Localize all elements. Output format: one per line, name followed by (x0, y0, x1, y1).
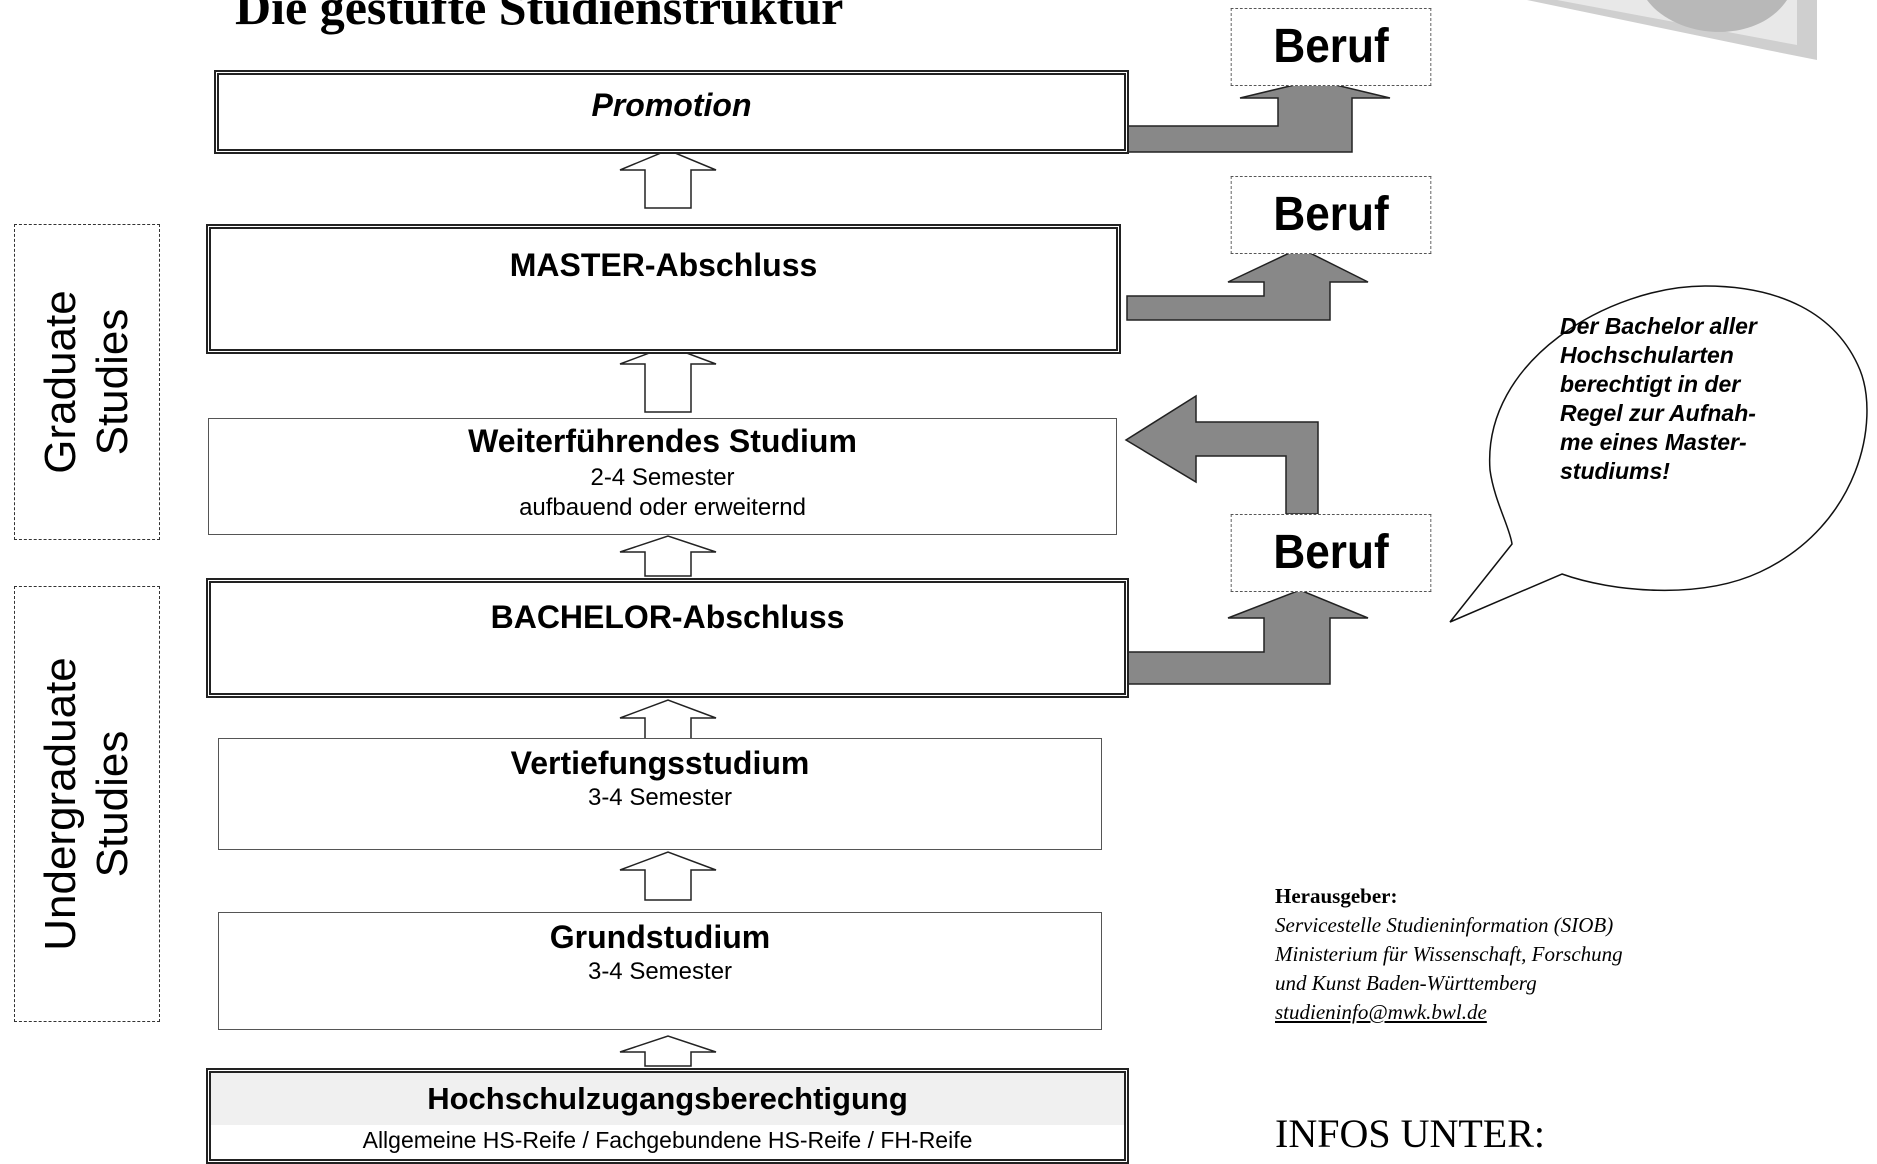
page-title: Die gestufte Studienstruktur (235, 0, 844, 35)
speech-bubble-text: Der Bachelor aller Hochschularten berech… (1560, 313, 1757, 484)
vertiefungsstudium-box: Vertiefungsstudium 3-4 Semester (218, 738, 1102, 850)
up-arrow-icon (619, 535, 717, 577)
beruf-box-top: Beruf (1230, 8, 1432, 86)
bent-arrow-return-icon (1124, 394, 1319, 515)
up-arrow-icon (619, 345, 717, 413)
master-box: MASTER-Abschluss (206, 224, 1121, 354)
bent-arrow-master-icon (1126, 247, 1369, 321)
up-arrow-icon (619, 1035, 717, 1067)
beruf-box-middle: Beruf (1230, 176, 1432, 254)
hochschulzugangsberechtigung-box: Hochschulzugangsberechtigung Allgemeine … (206, 1068, 1129, 1164)
publisher-heading: Herausgeber: (1275, 884, 1398, 908)
grundstudium-box: Grundstudium 3-4 Semester (218, 912, 1102, 1030)
hzb-title: Hochschulzugangsberechtigung (211, 1073, 1124, 1125)
hzb-subtitle: Allgemeine HS-Reife / Fachgebundene HS-R… (362, 1127, 973, 1153)
beruf-box-bottom: Beruf (1230, 514, 1432, 592)
publisher-email-link[interactable]: studieninfo@mwk.bwl.de (1275, 1000, 1487, 1024)
publisher-block: Herausgeber: Servicestelle Studieninform… (1275, 882, 1623, 1027)
weiterfuehrendes-studium-box: Weiterführendes Studium 2-4 Semester auf… (208, 418, 1117, 535)
bachelor-box: BACHELOR-Abschluss (206, 578, 1129, 698)
up-arrow-icon (619, 851, 717, 901)
infos-heading: INFOS UNTER: (1275, 1111, 1546, 1156)
bent-arrow-bachelor-icon (1126, 589, 1369, 685)
speech-bubble-shape (1449, 285, 1868, 623)
corner-photo-image (1527, 0, 1817, 60)
bent-arrow-promotion-icon (1126, 79, 1391, 153)
promotion-box: Promotion (214, 70, 1129, 154)
up-arrow-icon (619, 149, 717, 209)
